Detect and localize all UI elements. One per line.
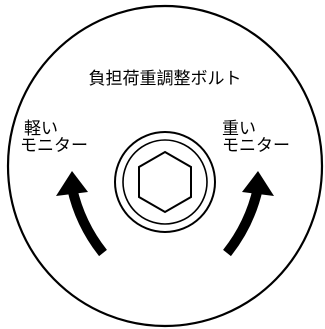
right-label-line2: モニター — [222, 136, 290, 156]
right-label-line1: 重い — [222, 119, 256, 139]
bolt-hexagon — [138, 150, 192, 214]
curved-arrow-up-right-icon — [223, 171, 274, 257]
left-label-line1: 軽い — [24, 119, 58, 139]
diagram-title: 負担荷重調整ボルト — [89, 69, 242, 89]
left-label-line2: モニター — [20, 136, 88, 156]
hexagon-bolt-icon — [114, 131, 216, 233]
bolt-circle — [114, 131, 216, 233]
curved-arrow-up-left-icon — [56, 171, 107, 257]
bolt-inner-ring — [122, 139, 208, 225]
